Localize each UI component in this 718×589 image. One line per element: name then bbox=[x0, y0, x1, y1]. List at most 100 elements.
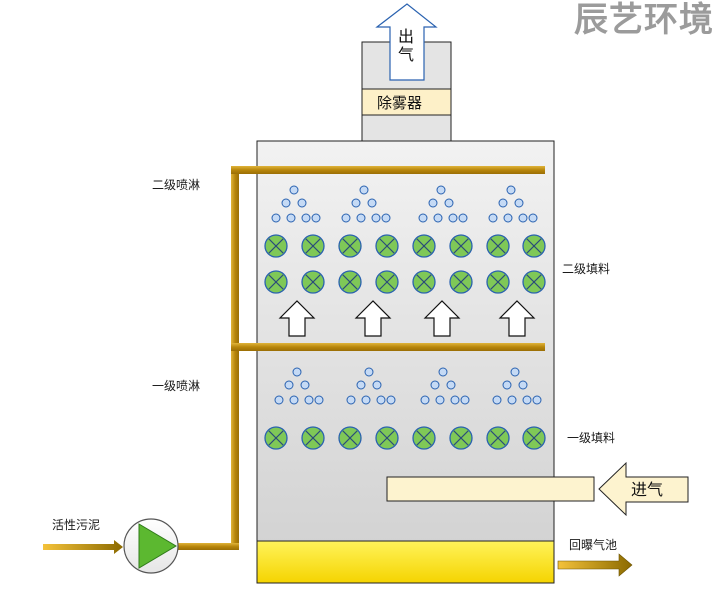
spray-droplet bbox=[292, 367, 302, 377]
spray-droplet bbox=[528, 213, 538, 223]
pump-triangle-icon bbox=[138, 523, 177, 569]
packing-ball bbox=[522, 234, 546, 258]
spray-droplet bbox=[518, 380, 528, 390]
spray-droplet bbox=[438, 367, 448, 377]
spray-droplet bbox=[341, 213, 351, 223]
packing-ball bbox=[522, 270, 546, 294]
secondary-spray-label: 二级喷淋 bbox=[152, 178, 201, 192]
spray-droplet bbox=[507, 395, 517, 405]
upflow-arrows bbox=[278, 300, 536, 337]
spray-droplet bbox=[304, 395, 314, 405]
inlet-label: 进气 bbox=[631, 480, 664, 499]
spray-droplet bbox=[498, 198, 508, 208]
spray-droplet bbox=[418, 213, 428, 223]
spray-droplet bbox=[506, 185, 516, 195]
spray-droplet bbox=[284, 380, 294, 390]
packing-ball bbox=[264, 234, 288, 258]
spray-droplet bbox=[289, 185, 299, 195]
spray-droplet bbox=[371, 213, 381, 223]
packing-ball bbox=[412, 426, 436, 450]
packing-ball bbox=[486, 426, 510, 450]
upflow-arrow bbox=[498, 300, 536, 337]
secondary-packing-label: 二级填料 bbox=[562, 262, 611, 276]
spray-droplet bbox=[314, 395, 324, 405]
spray-droplet bbox=[356, 213, 366, 223]
spray-droplet bbox=[346, 395, 356, 405]
spray-droplet bbox=[297, 198, 307, 208]
spray-droplet bbox=[488, 213, 498, 223]
packing-ball bbox=[338, 426, 362, 450]
spray-droplet bbox=[436, 185, 446, 195]
spray-droplet bbox=[351, 198, 361, 208]
packing-ball bbox=[301, 270, 325, 294]
packing-ball bbox=[338, 234, 362, 258]
packing-ball bbox=[449, 234, 473, 258]
packing-ball bbox=[264, 426, 288, 450]
spray-droplets bbox=[271, 185, 542, 405]
spray-droplet bbox=[444, 198, 454, 208]
spray-droplet bbox=[300, 380, 310, 390]
pump-discharge-pipe bbox=[176, 543, 239, 550]
spray-droplet bbox=[359, 185, 369, 195]
outlet-arrow bbox=[375, 3, 438, 81]
spray-droplet bbox=[458, 213, 468, 223]
spray-droplet bbox=[502, 380, 512, 390]
packing-ball bbox=[338, 270, 362, 294]
spray-droplet bbox=[372, 380, 382, 390]
packing-ball bbox=[412, 270, 436, 294]
spray-droplet bbox=[510, 367, 520, 377]
packing-ball bbox=[375, 426, 399, 450]
spray-droplet bbox=[428, 198, 438, 208]
packing-ball bbox=[301, 426, 325, 450]
packing-ball bbox=[264, 270, 288, 294]
primary-spray-label: 一级喷淋 bbox=[152, 379, 201, 393]
spray-droplet bbox=[514, 198, 524, 208]
packing-ball bbox=[301, 234, 325, 258]
packing-ball bbox=[449, 426, 473, 450]
spray-droplet bbox=[356, 380, 366, 390]
packing-ball bbox=[375, 270, 399, 294]
spray-droplet bbox=[361, 395, 371, 405]
spray-droplet bbox=[271, 213, 281, 223]
spray-droplet bbox=[420, 395, 430, 405]
spray-droplet bbox=[376, 395, 386, 405]
spray-droplet bbox=[450, 395, 460, 405]
inlet-duct bbox=[386, 476, 595, 502]
spray-droplet bbox=[289, 395, 299, 405]
spray-droplet bbox=[311, 213, 321, 223]
packing-ball bbox=[375, 234, 399, 258]
spray-droplet bbox=[281, 198, 291, 208]
spray-droplet bbox=[448, 213, 458, 223]
spray-droplet bbox=[446, 380, 456, 390]
spray-droplet bbox=[518, 213, 528, 223]
spray-droplet bbox=[522, 395, 532, 405]
spray-droplet bbox=[301, 213, 311, 223]
packing-ball bbox=[449, 270, 473, 294]
return-arrow bbox=[557, 553, 633, 577]
spray-droplet bbox=[435, 395, 445, 405]
packing-ball bbox=[412, 234, 436, 258]
spray-droplet bbox=[386, 395, 396, 405]
spray-droplet bbox=[433, 213, 443, 223]
outlet-label: 出气 bbox=[398, 27, 415, 64]
return-label: 回曝气池 bbox=[569, 538, 618, 552]
spray-droplet bbox=[367, 198, 377, 208]
spray-droplet bbox=[430, 380, 440, 390]
spray-droplet bbox=[381, 213, 391, 223]
spray-droplet bbox=[532, 395, 542, 405]
packing-balls bbox=[264, 234, 546, 450]
spray-droplet bbox=[503, 213, 513, 223]
upflow-arrow bbox=[354, 300, 392, 337]
spray-droplet bbox=[460, 395, 470, 405]
upflow-arrow bbox=[423, 300, 461, 337]
sump bbox=[256, 540, 555, 584]
spray-droplet bbox=[492, 395, 502, 405]
pipe-vertical-riser bbox=[231, 166, 239, 549]
spray-droplet bbox=[364, 367, 374, 377]
primary-spray-header bbox=[231, 343, 545, 351]
sludge-inflow-arrow bbox=[43, 540, 123, 554]
spray-droplet bbox=[286, 213, 296, 223]
packing-ball bbox=[486, 234, 510, 258]
primary-packing-label: 一级填料 bbox=[567, 431, 616, 445]
